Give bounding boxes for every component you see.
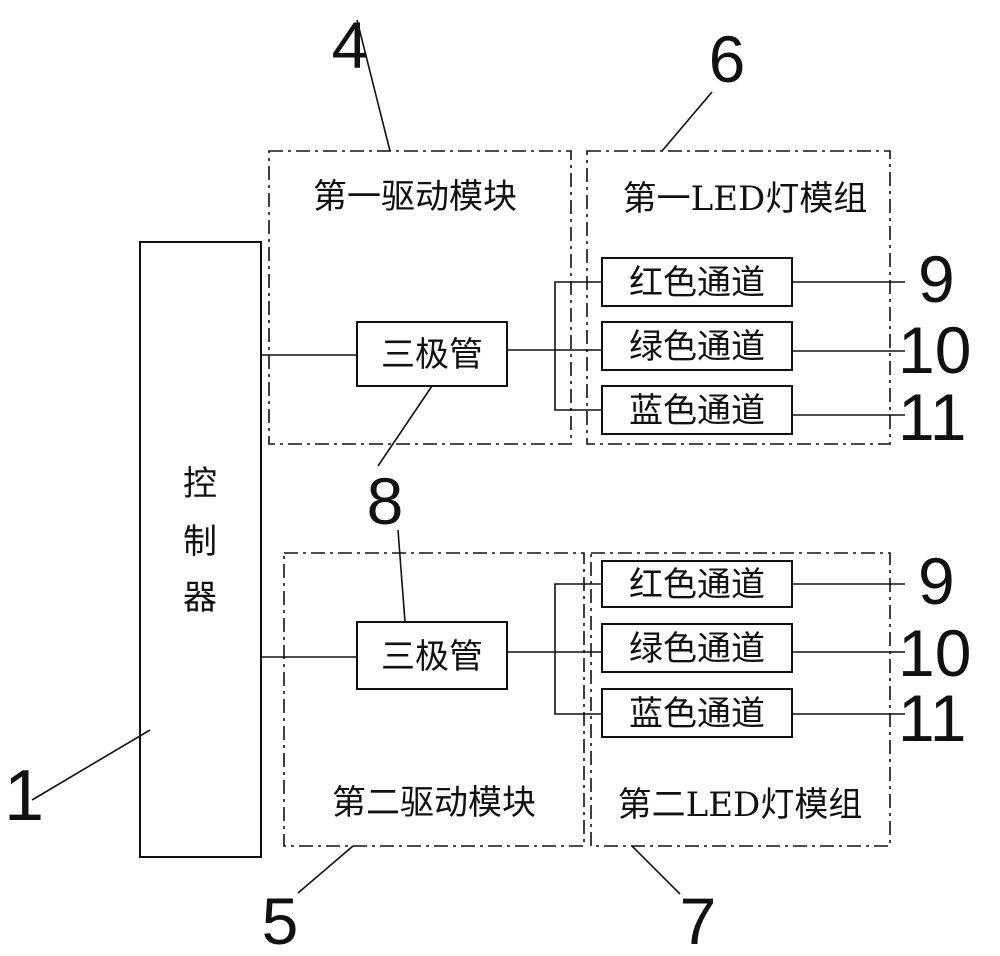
second-driver-module-box	[283, 552, 585, 847]
controller-label-char-2: 制	[183, 522, 217, 562]
controller-ref-number: 1	[4, 756, 44, 836]
first-blue-ref-number: 11	[898, 380, 967, 454]
first-red-ref-number: 9	[918, 242, 955, 316]
second-blue-channel-box	[601, 688, 793, 738]
second-blue-channel-label: 蓝色通道	[629, 694, 765, 734]
second-green-channel-label: 绿色通道	[629, 629, 765, 669]
second-blue-ref-number: 11	[898, 681, 967, 755]
second-driver-module-label: 第二驱动模块	[332, 783, 536, 823]
transistor-leader-line-lower	[397, 529, 406, 623]
second-driver-leader-line	[297, 845, 354, 894]
second-led-leader-line	[631, 845, 681, 895]
transistor-ref-number: 8	[367, 464, 404, 538]
first-green-ref-number: 10	[898, 313, 971, 387]
controller-box	[139, 241, 262, 858]
second-led-module-label: 第二LED灯模组	[618, 785, 863, 825]
second-driver-ref-number: 5	[262, 884, 299, 956]
first-led-module-label: 第一LED灯模组	[623, 179, 868, 219]
second-channel-bus-wire	[554, 583, 602, 715]
first-green-channel-label: 绿色通道	[629, 327, 765, 367]
second-red-channel-label: 红色通道	[629, 565, 765, 605]
second-red-ref-number: 9	[918, 544, 955, 618]
first-led-ref-number: 6	[709, 22, 746, 96]
second-green-ref-number: 10	[898, 616, 971, 690]
first-led-leader-line	[661, 91, 713, 152]
first-driver-ref-number: 4	[332, 8, 369, 82]
first-led-module-box	[586, 150, 891, 445]
first-driver-leader-line	[356, 19, 391, 152]
first-red-channel-label: 红色通道	[629, 263, 765, 303]
second-led-module-box	[590, 552, 891, 847]
transistor-leader-line-upper	[377, 385, 433, 467]
second-transistor-box	[356, 621, 508, 690]
first-channel-bus-wire	[554, 281, 602, 411]
first-green-channel-box	[601, 321, 793, 371]
first-transistor-label: 三极管	[381, 335, 483, 375]
second-green-channel-box	[601, 623, 793, 673]
controller-label-char-3: 器	[183, 578, 217, 618]
controller-label-char-1: 控	[183, 464, 217, 504]
second-transistor-label: 三极管	[381, 637, 483, 677]
first-driver-module-label: 第一驱动模块	[313, 177, 517, 217]
controller-leader-line	[31, 729, 151, 801]
first-blue-channel-label: 蓝色通道	[629, 391, 765, 431]
second-led-ref-number: 7	[680, 884, 717, 956]
